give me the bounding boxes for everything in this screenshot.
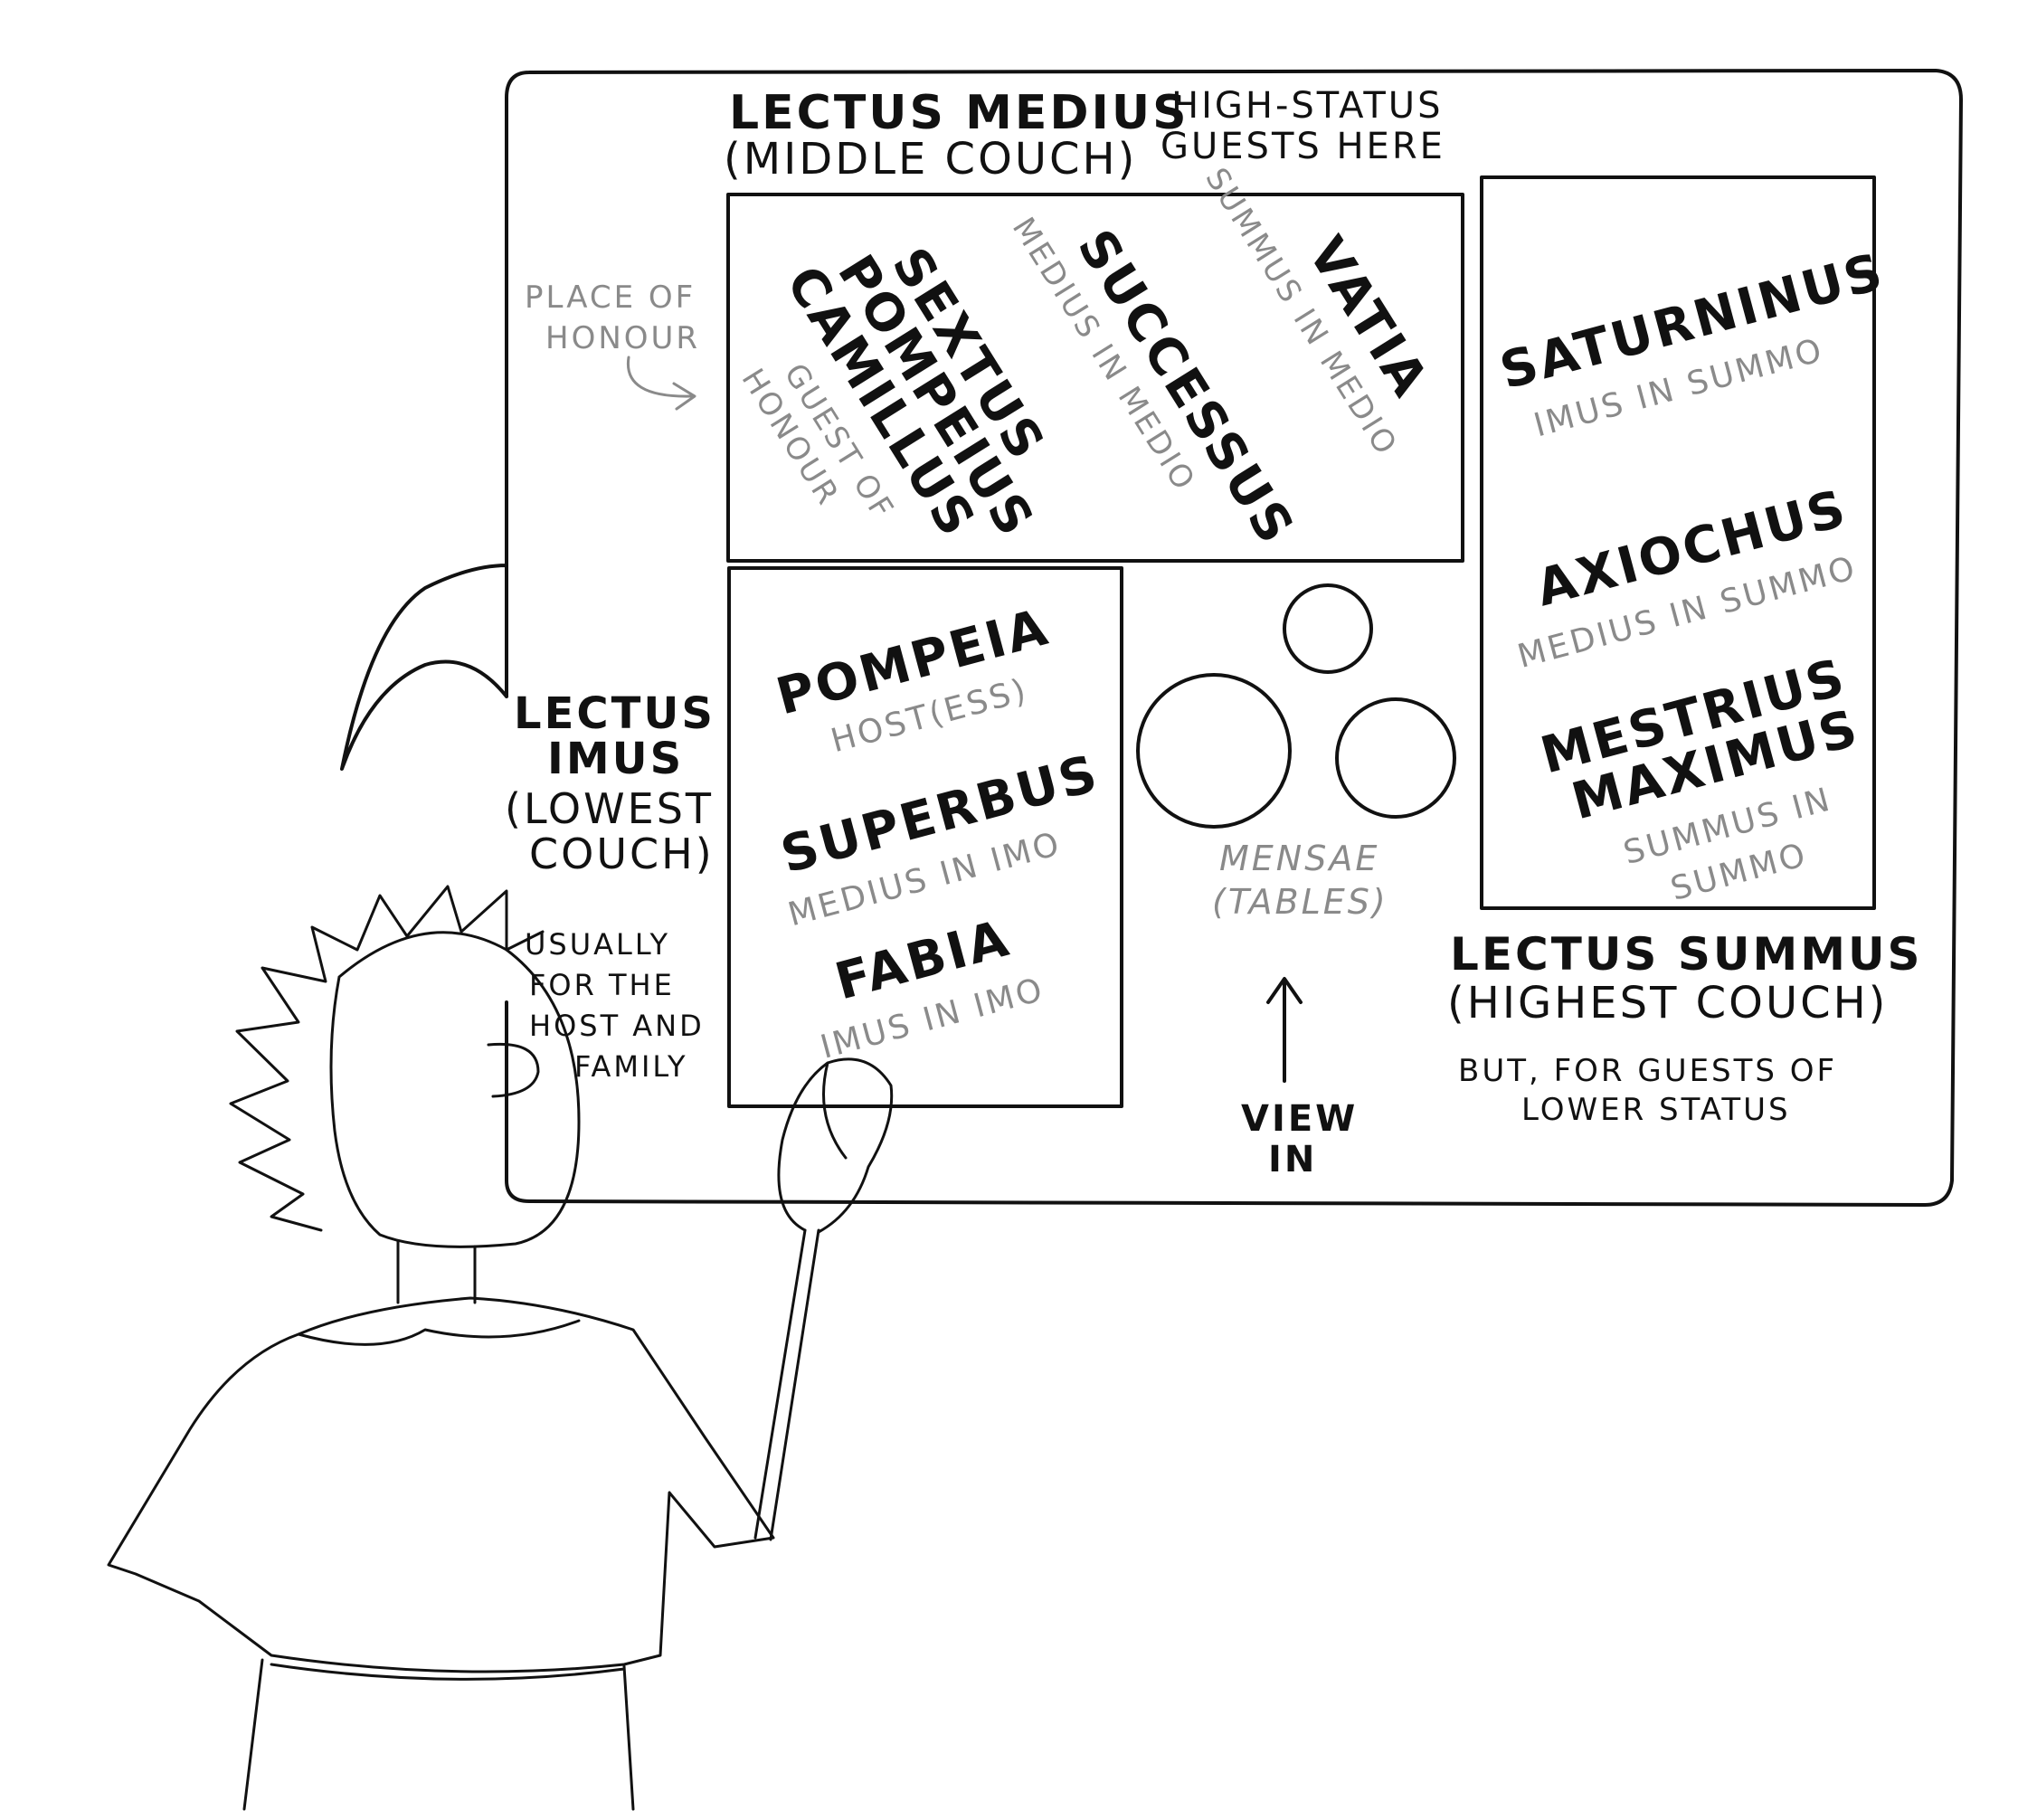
person-hand (777, 1057, 894, 1234)
lectus-summus-note-line1: BUT, FOR GUESTS OF (1458, 1053, 1837, 1089)
lectus-medius-note-line1: HIGH-STATUS (1171, 85, 1443, 127)
guest-saturninus: SATURNINUS IMUS IN SUMMO (1494, 242, 1890, 445)
person-hair (229, 885, 545, 1232)
guest-pompeia: POMPEIA HOST(ESS) (771, 598, 1056, 760)
view-in-arrow-icon (1266, 977, 1303, 1083)
person-arm (753, 1228, 820, 1541)
lectus-medius-note-line2: GUESTS HERE (1161, 126, 1445, 167)
person-belt (242, 1658, 635, 1811)
lectus-imus-note-line1: USUALLY (525, 927, 670, 962)
person-ear (487, 1042, 540, 1098)
lectus-medius-subtitle: (MIDDLE COUCH) (724, 134, 1137, 185)
lectus-imus-note-line2: FOR THE (529, 968, 675, 1002)
lectus-summus-couch (1480, 175, 1876, 910)
lectus-imus-title-line1: LECTUS (514, 688, 715, 739)
view-in-line1: VIEW (1241, 1098, 1358, 1140)
guest-superbus: SUPERBUS MEDIUS IN IMO (775, 744, 1105, 934)
mensae-sublabel: (TABLES) (1212, 882, 1388, 922)
speech-bubble (340, 69, 1963, 1207)
lectus-summus-subtitle: (HIGHEST COUCH) (1447, 978, 1888, 1028)
guest-vatia: VATIA SUMMUS IN MEDIO (1198, 162, 1440, 463)
lectus-medius-couch (726, 193, 1464, 563)
view-in-line2: IN (1268, 1139, 1317, 1180)
guest-fabia: FABIA IMUS IN IMO (817, 909, 1048, 1066)
lectus-medius-title: LECTUS MEDIUS (729, 86, 1189, 140)
lectus-imus-note-line4: FAMILY (574, 1049, 688, 1084)
guest-axiochus: AXIOCHUS MEDIUS IN SUMMO (1514, 479, 1862, 676)
lectus-imus-title-line2: IMUS (547, 734, 684, 784)
mensa-large (1136, 673, 1292, 829)
lectus-imus-subtitle-line2: COUCH) (529, 829, 715, 878)
guest-sextus-pompeius-camillus: SEXTUS POMPEIUS CAMILLUS GUEST OF HONOUR (734, 238, 1056, 548)
mensa-small (1283, 583, 1373, 674)
person-tunic (107, 1296, 775, 1673)
lectus-imus-couch (727, 566, 1123, 1108)
place-of-honour-line2: HONOUR (545, 320, 700, 356)
person-figure (107, 885, 894, 1811)
lectus-summus-note-line2: LOWER STATUS (1521, 1092, 1791, 1128)
mensa-medium (1335, 697, 1456, 819)
lectus-summus-title: LECTUS SUMMUS (1450, 928, 1923, 981)
lectus-imus-subtitle-line1: (LOWEST (505, 784, 714, 833)
person-neck (396, 1239, 477, 1304)
lectus-imus-note-line3: HOST AND (529, 1009, 705, 1043)
guest-mestrius-maximus: MESTRIUS MAXIMUS SUMMUS IN SUMMO (1535, 648, 1866, 908)
place-of-honour-arrow-icon (626, 355, 696, 411)
mensae-label: MENSAE (1219, 839, 1379, 878)
person-head (329, 931, 581, 1248)
place-of-honour-line1: PLACE OF (525, 280, 696, 316)
